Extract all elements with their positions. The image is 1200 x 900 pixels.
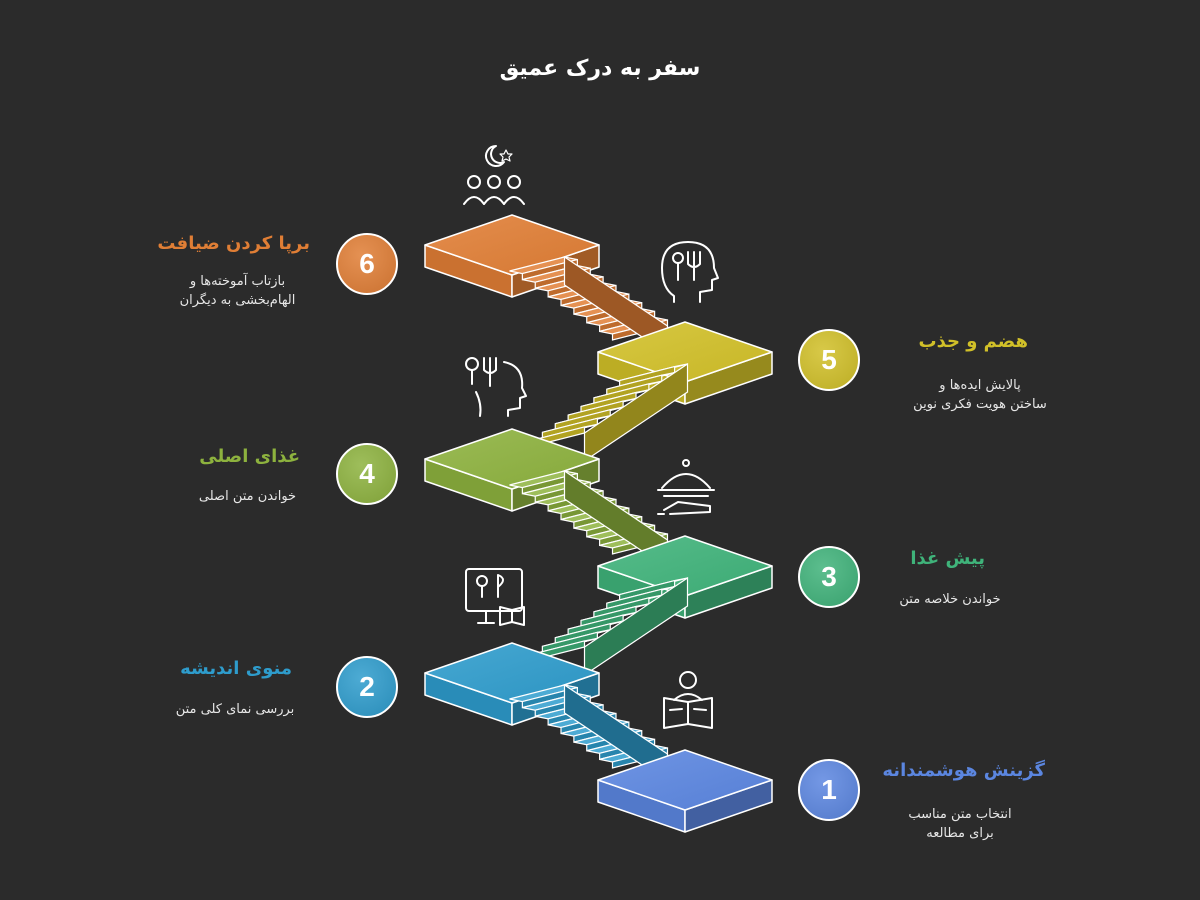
step-1-number-badge: 1 xyxy=(798,759,860,821)
step-1-title: گزینش هوشمندانه xyxy=(882,760,1045,781)
step-3-description: خواندن خلاصه متن xyxy=(880,590,1020,609)
step-2-description-line-1: بررسی نمای کلی متن xyxy=(175,702,295,717)
step-4-title: غذای اصلی xyxy=(199,446,300,467)
step-6-number-badge: 6 xyxy=(336,233,398,295)
step-6-description: بازتاب آموخته‌ها و الهام‌بخشی به دیگران xyxy=(150,272,325,310)
people-crescent-icon xyxy=(463,145,525,205)
step-5-title: هضم و جذب xyxy=(918,331,1028,352)
step-3-title: پیش غذا xyxy=(910,548,985,569)
step-5-description: پالایش ایده‌ها و ساختن هویت فکری نوین xyxy=(880,376,1080,414)
step-2-title: منوی اندیشه xyxy=(180,658,292,679)
step-1-description: انتخاب متن مناسب برای مطالعه xyxy=(880,805,1040,843)
step-6-description-line-2: الهام‌بخشی به دیگران xyxy=(179,293,296,308)
step-1-description-line-2: برای مطالعه xyxy=(926,826,994,841)
step-4-description: خواندن متن اصلی xyxy=(180,487,315,506)
menu-board-book-icon xyxy=(465,568,525,626)
person-reading-icon xyxy=(663,671,713,729)
stair-flight-4 xyxy=(509,469,669,570)
step-4-number-badge: 4 xyxy=(336,443,398,505)
head-cutlery-icon xyxy=(465,357,527,417)
stair-flight-2 xyxy=(509,683,669,784)
stair-flight-6 xyxy=(509,255,669,356)
step-6-description-line-1: بازتاب آموخته‌ها و xyxy=(189,274,286,289)
step-4-description-line-1: خواندن متن اصلی xyxy=(198,489,297,504)
step-1-platform xyxy=(597,749,773,833)
step-5-description-line-1: پالایش ایده‌ها و xyxy=(939,378,1021,393)
step-5-description-line-2: ساختن هویت فکری نوین xyxy=(913,397,1047,412)
step-2-description: بررسی نمای کلی متن xyxy=(160,700,310,719)
step-5-number-badge: 5 xyxy=(798,329,860,391)
step-2-number-badge: 2 xyxy=(336,656,398,718)
step-3-number-badge: 3 xyxy=(798,546,860,608)
diagram-title: سفر به درک عمیق xyxy=(499,56,701,81)
step-6-title: برپا کردن ضیافت xyxy=(157,233,310,254)
step-1-description-line-1: انتخاب متن مناسب xyxy=(908,807,1012,822)
serving-platter-icon xyxy=(657,459,715,515)
step-3-description-line-1: خواندن خلاصه متن xyxy=(899,592,1001,607)
head-cutlery-icon xyxy=(661,241,719,303)
stair-flight-3 xyxy=(528,576,689,677)
stair-flight-5 xyxy=(528,362,689,463)
